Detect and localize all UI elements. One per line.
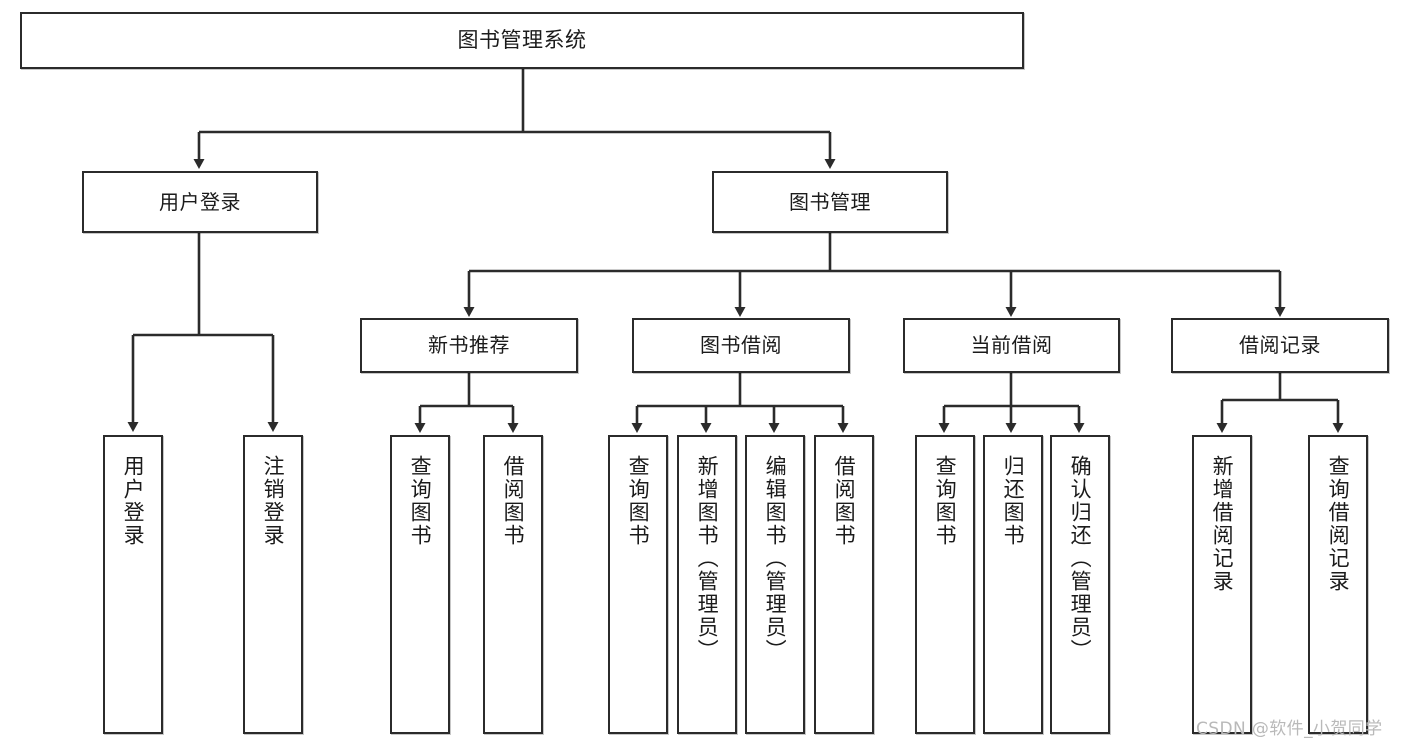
leaf-logout-login-label: 注销登录: [261, 455, 286, 547]
leaf-query-book-2-label: 查询图书: [626, 455, 651, 547]
leaf-query-book-1[interactable]: 查询图书: [390, 435, 450, 734]
leaf-add-record[interactable]: 新增借阅记录: [1192, 435, 1252, 734]
leaf-borrow-book-1[interactable]: 借阅图书: [483, 435, 543, 734]
leaf-query-book-1-label: 查询图书: [408, 455, 433, 547]
leaf-add-record-label: 新增借阅记录: [1210, 455, 1235, 593]
leaf-add-book-label: 新增图书（管理员）: [695, 455, 720, 662]
node-borrow-record-label: 借阅记录: [1239, 333, 1321, 358]
leaf-query-book-3[interactable]: 查询图书: [915, 435, 975, 734]
leaf-user-login-label: 用户登录: [121, 455, 146, 547]
leaf-edit-book[interactable]: 编辑图书（管理员）: [745, 435, 805, 734]
node-current-borrow[interactable]: 当前借阅: [903, 318, 1120, 373]
leaf-query-book-3-label: 查询图书: [933, 455, 958, 547]
leaf-query-record-label: 查询借阅记录: [1326, 455, 1351, 593]
node-new-book-recommend[interactable]: 新书推荐: [360, 318, 578, 373]
node-user-login[interactable]: 用户登录: [82, 171, 318, 233]
leaf-user-login[interactable]: 用户登录: [103, 435, 163, 734]
node-user-login-label: 用户登录: [159, 189, 241, 214]
node-book-borrow[interactable]: 图书借阅: [632, 318, 850, 373]
leaf-query-record[interactable]: 查询借阅记录: [1308, 435, 1368, 734]
node-new-book-recommend-label: 新书推荐: [428, 333, 510, 358]
node-book-manage-label: 图书管理: [789, 189, 871, 214]
node-root-label: 图书管理系统: [457, 27, 587, 52]
leaf-add-book[interactable]: 新增图书（管理员）: [677, 435, 737, 734]
leaf-borrow-book-2-label: 借阅图书: [832, 455, 857, 547]
leaf-logout-login[interactable]: 注销登录: [243, 435, 303, 734]
node-book-borrow-label: 图书借阅: [700, 333, 782, 358]
node-root[interactable]: 图书管理系统: [20, 12, 1024, 69]
csdn-watermark: CSDN @软件_小贺同学: [1196, 719, 1383, 739]
leaf-confirm-return-label: 确认归还（管理员）: [1068, 455, 1093, 662]
node-current-borrow-label: 当前借阅: [970, 333, 1053, 358]
leaf-return-book[interactable]: 归还图书: [983, 435, 1043, 734]
leaf-borrow-book-1-label: 借阅图书: [501, 455, 526, 547]
leaf-confirm-return[interactable]: 确认归还（管理员）: [1050, 435, 1110, 734]
node-book-manage[interactable]: 图书管理: [712, 171, 948, 233]
node-borrow-record[interactable]: 借阅记录: [1171, 318, 1389, 373]
leaf-borrow-book-2[interactable]: 借阅图书: [814, 435, 874, 734]
leaf-edit-book-label: 编辑图书（管理员）: [763, 455, 788, 662]
leaf-return-book-label: 归还图书: [1001, 455, 1026, 547]
leaf-query-book-2[interactable]: 查询图书: [608, 435, 668, 734]
